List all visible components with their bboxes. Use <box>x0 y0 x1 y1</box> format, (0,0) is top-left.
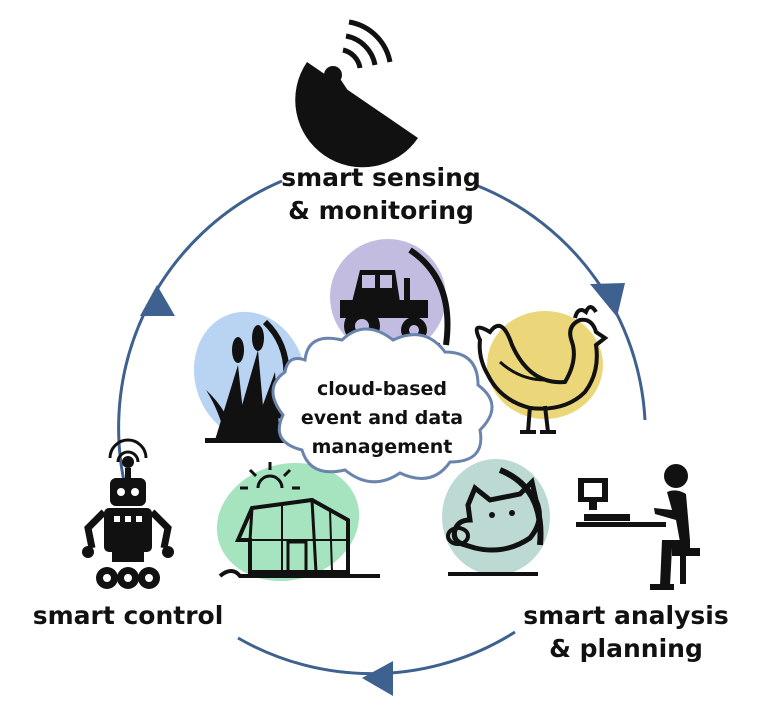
arc-sensing-to-analysis <box>477 184 647 421</box>
greenhouse-domain <box>216 462 380 582</box>
tractor-domain <box>330 239 451 355</box>
cloud-shape <box>271 327 494 484</box>
arrowhead-left <box>140 285 175 316</box>
rooster-icon <box>474 305 609 434</box>
cloud-text-line1: cloud-based <box>317 378 447 400</box>
control-label: smart control <box>33 601 224 630</box>
arc-analysis-to-control <box>237 630 516 676</box>
sensing-label-line2: & monitoring <box>288 196 474 225</box>
central-cloud: cloud-based event and data management <box>271 327 494 484</box>
arrowhead-right <box>590 283 625 317</box>
pig-icon <box>446 467 544 576</box>
satellite-dish-icon <box>295 19 418 168</box>
cloud-text-line2: event and data <box>301 407 463 429</box>
greenhouse-blob <box>216 462 360 582</box>
arrowhead-bottom <box>362 661 393 696</box>
pig-blob <box>442 459 550 575</box>
sensing-label-line1: smart sensing <box>281 163 481 192</box>
cloud-text-line3: management <box>312 436 453 458</box>
rooster-domain <box>474 305 609 434</box>
robot-icon <box>82 438 174 589</box>
pig-domain <box>442 459 550 576</box>
rooster-blob <box>487 311 603 419</box>
analysis-label-line2: & planning <box>549 634 703 663</box>
analysis-label-line1: smart analysis <box>523 601 729 630</box>
cycle-ring <box>117 179 647 696</box>
crops-domain <box>193 311 307 443</box>
greenhouse-icon <box>218 462 380 578</box>
person-at-computer-icon <box>576 464 700 590</box>
